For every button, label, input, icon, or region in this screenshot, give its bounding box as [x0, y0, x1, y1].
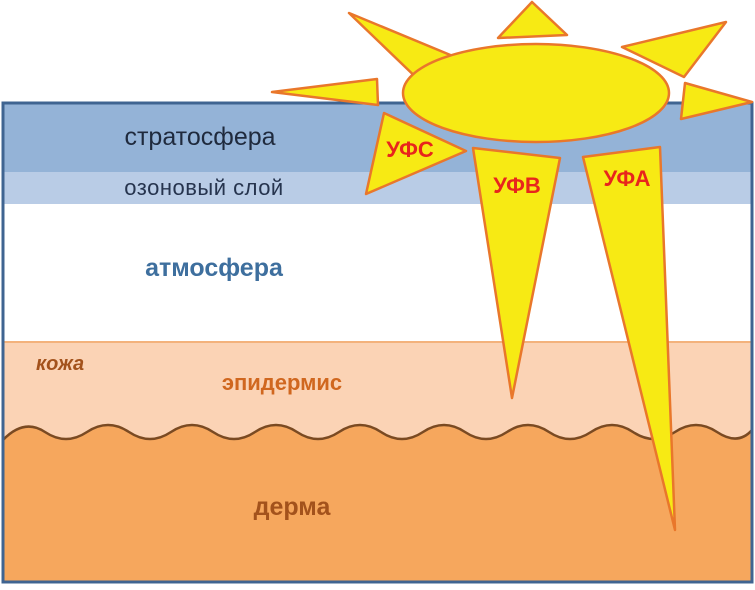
- uvc-ray: [364, 111, 468, 196]
- sun-ray-left: [270, 77, 380, 107]
- dermis-band: [3, 425, 752, 582]
- epidermis-label: эпидермис: [222, 370, 342, 395]
- sun-ray-right: [679, 81, 754, 121]
- ozone-layer-label: озоновый слой: [124, 175, 283, 200]
- sun-ray-top: [496, 0, 569, 40]
- dermis-label: дерма: [254, 493, 332, 521]
- uvb-ray: [471, 146, 562, 400]
- sun-disc: [401, 42, 671, 144]
- uvb-label: УФВ: [493, 173, 541, 198]
- uva-label: УФА: [604, 166, 651, 191]
- uva-ray: [581, 145, 677, 532]
- atmosphere-label: атмосфера: [145, 254, 284, 282]
- dermis-wave-line: [2, 423, 753, 441]
- stratosphere-label: стратосфера: [124, 123, 275, 151]
- sun-ray-upper-right: [620, 20, 728, 79]
- skin-label: кожа: [36, 353, 84, 375]
- uvc-label: УФС: [386, 137, 434, 162]
- sun-icon: [270, 0, 754, 532]
